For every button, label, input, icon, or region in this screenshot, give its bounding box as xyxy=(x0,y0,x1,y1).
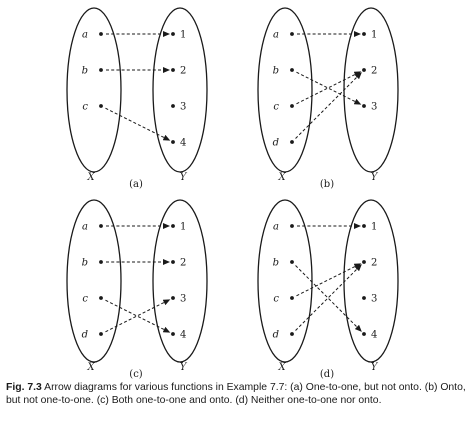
codomain-set-label: Y xyxy=(180,362,188,373)
domain-point xyxy=(290,68,294,72)
diagram-panel: a b c d 1 2 3X Y (b) xyxy=(257,7,399,190)
domain-element-label: b xyxy=(273,258,279,269)
codomain-point xyxy=(362,224,366,228)
codomain-element-label: 3 xyxy=(371,102,377,113)
codomain-point xyxy=(362,68,366,72)
domain-set-label: X xyxy=(277,362,286,373)
panel-label: (a) xyxy=(129,179,143,190)
domain-element-label: d xyxy=(273,138,279,149)
mapping-arrow xyxy=(295,265,362,332)
panel-label: (d) xyxy=(320,369,334,380)
codomain-element-label: 4 xyxy=(371,330,377,341)
domain-oval xyxy=(66,199,122,363)
codomain-element-label: 3 xyxy=(180,294,186,305)
domain-element-label: a xyxy=(273,30,279,41)
domain-point xyxy=(99,32,103,36)
codomain-point xyxy=(171,104,175,108)
domain-element-label: b xyxy=(82,258,88,269)
codomain-element-label: 1 xyxy=(180,30,186,41)
domain-element-label: a xyxy=(82,30,88,41)
domain-point xyxy=(290,224,294,228)
figure-caption: Fig. 7.3 Arrow diagrams for various func… xyxy=(6,382,468,407)
domain-set-label: X xyxy=(86,172,95,183)
codomain-point xyxy=(362,260,366,264)
domain-element-label: c xyxy=(82,102,88,113)
mapping-arrow xyxy=(296,263,362,297)
mapping-arrow xyxy=(105,299,171,333)
codomain-point xyxy=(171,260,175,264)
domain-element-label: d xyxy=(82,330,88,341)
codomain-element-label: 1 xyxy=(180,222,186,233)
domain-point xyxy=(99,224,103,228)
domain-point xyxy=(290,296,294,300)
diagram-panel: a b c d 1 2 3 4X Y (c) xyxy=(66,199,208,380)
domain-point xyxy=(290,32,294,36)
codomain-set-label: Y xyxy=(371,362,379,373)
domain-point xyxy=(290,260,294,264)
mapping-arrow xyxy=(296,71,362,105)
domain-point xyxy=(290,332,294,336)
codomain-set-label: Y xyxy=(371,172,379,183)
codomain-oval xyxy=(152,7,208,173)
domain-set-label: X xyxy=(86,362,95,373)
codomain-set-label: Y xyxy=(180,172,188,183)
codomain-element-label: 2 xyxy=(180,258,186,269)
panel-label: (b) xyxy=(320,179,334,190)
codomain-oval xyxy=(343,199,399,363)
caption-label: Fig. 7.3 xyxy=(6,382,42,393)
codomain-point xyxy=(362,104,366,108)
mapping-arrow xyxy=(105,299,171,333)
codomain-point xyxy=(362,32,366,36)
codomain-element-label: 1 xyxy=(371,222,377,233)
domain-element-label: c xyxy=(273,102,279,113)
codomain-point xyxy=(362,332,366,336)
mapping-arrow xyxy=(295,72,362,139)
codomain-point xyxy=(171,140,175,144)
panel-label: (c) xyxy=(129,369,143,380)
mapping-arrow xyxy=(295,264,362,331)
domain-element-label: a xyxy=(82,222,88,233)
domain-point xyxy=(99,296,103,300)
caption-text: Arrow diagrams for various functions in … xyxy=(6,382,466,406)
domain-element-label: b xyxy=(273,66,279,77)
diagram-panel: a b c d 1 2 3 4X Y (d) xyxy=(257,199,399,380)
codomain-element-label: 4 xyxy=(180,330,186,341)
codomain-point xyxy=(171,296,175,300)
codomain-point xyxy=(171,332,175,336)
domain-point xyxy=(290,140,294,144)
codomain-point xyxy=(362,296,366,300)
codomain-element-label: 2 xyxy=(371,258,377,269)
codomain-element-label: 1 xyxy=(371,30,377,41)
domain-set-label: X xyxy=(277,172,286,183)
mapping-arrow xyxy=(296,71,362,105)
codomain-element-label: 2 xyxy=(371,66,377,77)
codomain-point xyxy=(171,32,175,36)
domain-element-label: a xyxy=(273,222,279,233)
domain-element-label: d xyxy=(273,330,279,341)
diagram-panel: a b c 1 2 3 4X Y (a) xyxy=(66,7,208,190)
domain-element-label: c xyxy=(273,294,279,305)
codomain-oval xyxy=(152,199,208,363)
domain-element-label: b xyxy=(82,66,88,77)
domain-point xyxy=(290,104,294,108)
codomain-point xyxy=(171,224,175,228)
domain-oval xyxy=(66,7,122,173)
codomain-element-label: 4 xyxy=(180,138,186,149)
codomain-element-label: 2 xyxy=(180,66,186,77)
domain-oval xyxy=(257,7,313,173)
domain-oval xyxy=(257,199,313,363)
mapping-arrow xyxy=(105,107,171,141)
domain-point xyxy=(99,332,103,336)
codomain-point xyxy=(171,68,175,72)
codomain-element-label: 3 xyxy=(371,294,377,305)
domain-point xyxy=(99,260,103,264)
domain-point xyxy=(99,104,103,108)
domain-point xyxy=(99,68,103,72)
codomain-element-label: 3 xyxy=(180,102,186,113)
domain-element-label: c xyxy=(82,294,88,305)
